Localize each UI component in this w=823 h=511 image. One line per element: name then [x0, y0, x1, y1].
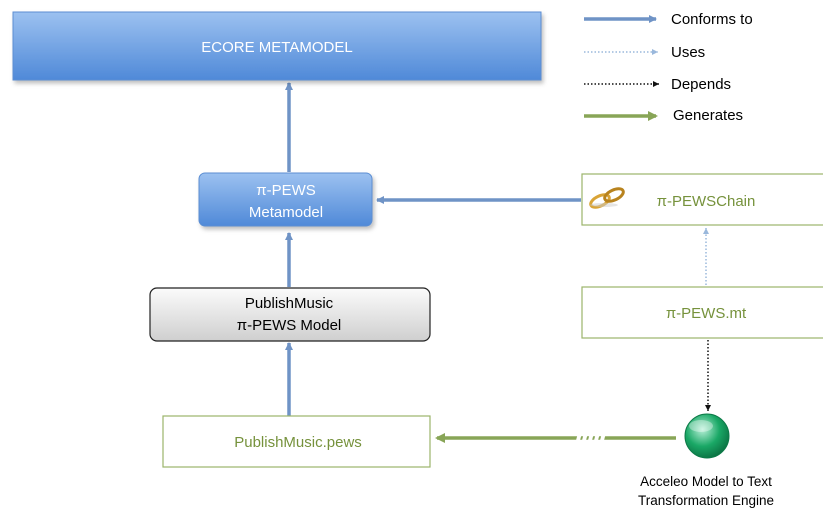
- pewschain-label: π-PEWSChain: [657, 193, 756, 210]
- publishmusic-model-line1: PublishMusic: [245, 295, 334, 312]
- ecore-metamodel-node: ECORE METAMODEL: [12, 11, 542, 81]
- chain-link-icon: [589, 187, 625, 209]
- acceleo-label-line1: Acceleo Model to Text: [640, 474, 772, 489]
- legend-item-conforms: Conforms to: [584, 11, 753, 28]
- legend: Conforms to Uses Depends Generates: [584, 11, 753, 124]
- legend-generates-label: Generates: [673, 107, 743, 124]
- pews-metamodel-node: π-PEWS Metamodel: [198, 172, 373, 227]
- legend-uses-label: Uses: [671, 44, 705, 61]
- pews-mt-label: π-PEWS.mt: [666, 305, 747, 322]
- legend-depends-label: Depends: [671, 76, 731, 93]
- pews-metamodel-line1: π-PEWS: [256, 182, 316, 199]
- ecore-metamodel-label: ECORE METAMODEL: [201, 39, 352, 56]
- acceleo-engine-node: Acceleo Model to Text Transformation Eng…: [575, 413, 774, 508]
- publishmusic-model-line2: π-PEWS Model: [237, 317, 342, 334]
- legend-item-generates: Generates: [584, 107, 743, 124]
- pewschain-node: π-PEWSChain: [581, 173, 823, 226]
- legend-item-depends: Depends: [584, 76, 731, 93]
- legend-item-uses: Uses: [584, 44, 705, 61]
- pews-metamodel-line2: Metamodel: [249, 204, 323, 221]
- publishmusic-model-node: PublishMusic π-PEWS Model: [149, 287, 431, 342]
- publishmusic-pews-node: PublishMusic.pews: [162, 415, 431, 468]
- pews-mt-node: π-PEWS.mt: [581, 286, 823, 339]
- acceleo-engine-icon: [575, 413, 730, 459]
- acceleo-label-line2: Transformation Engine: [638, 493, 774, 508]
- legend-conforms-label: Conforms to: [671, 11, 753, 28]
- publishmusic-pews-label: PublishMusic.pews: [234, 434, 362, 451]
